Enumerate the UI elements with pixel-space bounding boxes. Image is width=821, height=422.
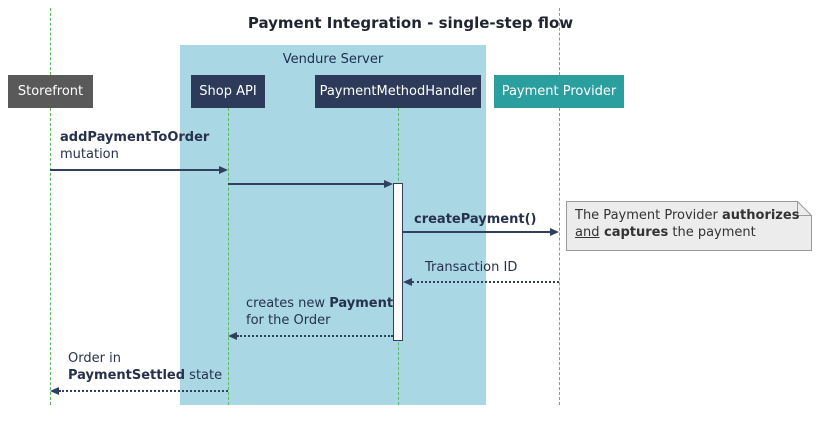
- message-label-bold: PaymentSettled: [68, 368, 186, 383]
- message-label: Transaction ID: [425, 260, 518, 275]
- message-label-normal: creates new: [246, 296, 330, 311]
- message-line-dotted: [412, 281, 559, 283]
- note-line-2: and captures the payment: [575, 224, 756, 241]
- note-line-1: The Payment Provider authorizes: [575, 207, 799, 224]
- arrowhead-right-icon: [219, 166, 228, 174]
- message-label: mutation: [60, 147, 119, 162]
- lifeline-storefront-top: [50, 8, 51, 75]
- message-line-dotted: [237, 335, 393, 337]
- message-line: [228, 183, 385, 185]
- arrowhead-right-icon: [550, 228, 559, 236]
- participant-payment-provider: Payment Provider: [494, 75, 624, 108]
- lifeline-storefront: [50, 108, 51, 405]
- message-label: Order in: [68, 351, 121, 366]
- diagram-title: Payment Integration - single-step flow: [247, 14, 574, 32]
- message-label-bold: addPaymentToOrder: [60, 130, 210, 145]
- message-label: addPaymentToOrder: [60, 130, 209, 146]
- note-text-bold: authorizes: [722, 208, 800, 223]
- message-line: [50, 169, 220, 171]
- lifeline-payment-provider: [559, 108, 560, 405]
- message-label: for the Order: [246, 313, 331, 328]
- note-shape: [566, 201, 812, 251]
- arrowhead-left-icon: [50, 387, 59, 395]
- note-text-underline: and: [575, 225, 600, 240]
- arrowhead-right-icon: [384, 180, 393, 188]
- message-line: [403, 231, 550, 233]
- arrowhead-left-icon: [403, 278, 412, 286]
- message-line-dotted: [59, 390, 228, 392]
- vendure-server-label: Vendure Server: [282, 52, 384, 67]
- message-label: creates new Payment: [246, 296, 393, 312]
- lifeline-payment-provider-top: [559, 8, 560, 75]
- arrowhead-left-icon: [228, 332, 237, 340]
- note-text-normal: the payment: [668, 225, 756, 240]
- note-text-bold: captures: [599, 225, 669, 240]
- lifeline-shop-api: [228, 108, 229, 405]
- activation-bar: [393, 183, 403, 341]
- message-label-normal: state: [185, 368, 223, 383]
- note-text-normal: The Payment Provider: [575, 208, 723, 223]
- message-label: createPayment(): [414, 212, 536, 228]
- message-label: PaymentSettled state: [68, 368, 222, 384]
- participant-shop-api: Shop API: [191, 75, 265, 108]
- message-label-bold: createPayment(): [414, 212, 537, 227]
- message-label-bold: Payment: [329, 296, 394, 311]
- participant-payment-method-handler: PaymentMethodHandler: [315, 75, 481, 108]
- participant-storefront: Storefront: [8, 75, 93, 108]
